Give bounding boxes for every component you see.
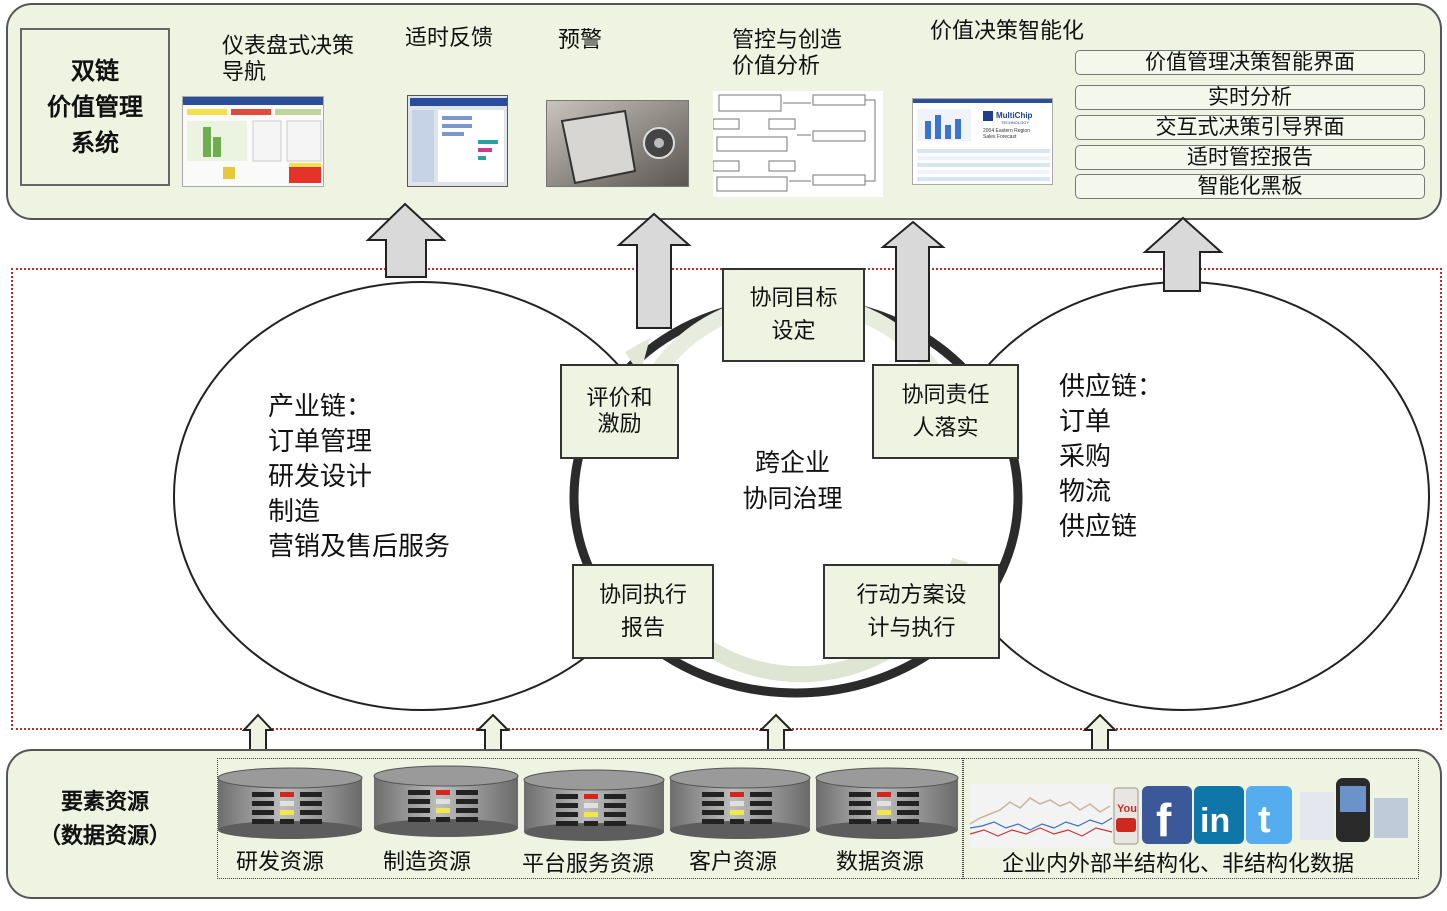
resource-label-data: 数据资源 bbox=[836, 850, 925, 875]
cycle-arrowhead bbox=[625, 338, 650, 375]
box-evaluation: 评价和 激励 bbox=[560, 364, 679, 459]
module-label-feedback: 适时反馈 bbox=[405, 26, 494, 51]
feature-item-realtime-analysis[interactable]: 实时分析 bbox=[1075, 85, 1425, 110]
control-flowchart-thumbnail bbox=[713, 91, 883, 197]
svg-text:f: f bbox=[1156, 794, 1172, 846]
industry-chain-item-2: 研发设计 bbox=[268, 462, 373, 492]
resource-label-manufacturing: 制造资源 bbox=[383, 850, 472, 875]
system-title-line-1: 双链 bbox=[71, 56, 119, 85]
supply-chain-item-3: 物流 bbox=[1059, 477, 1112, 507]
module-label-dashboard-line1: 仪表盘式决策 bbox=[222, 34, 355, 59]
system-title-box: 双链 价值管理 系统 bbox=[20, 28, 170, 186]
arrow-up-2 bbox=[616, 212, 692, 329]
box-execution-report-line1: 协同执行 bbox=[598, 582, 687, 608]
module-label-warning: 预警 bbox=[558, 28, 603, 53]
supply-chain-item-4: 供应链 bbox=[1059, 512, 1138, 542]
report-title-1: 2004 Eastern Region bbox=[983, 128, 1030, 134]
twitter-icon: t bbox=[1246, 786, 1292, 844]
report-graphic: MultiChip TECHNOLOGY 2004 Eastern Region… bbox=[913, 99, 1052, 184]
box-responsibility-line1: 协同责任 bbox=[901, 382, 990, 408]
industry-chain-item-1: 订单管理 bbox=[268, 427, 373, 457]
system-title-line-3: 系统 bbox=[71, 128, 119, 157]
module-label-dashboard-line2: 导航 bbox=[222, 60, 267, 85]
system-title-line-2: 价值管理 bbox=[47, 92, 143, 121]
youtube-icon: You bbox=[1113, 787, 1139, 845]
arrow-up-4 bbox=[1142, 216, 1224, 292]
unstructured-data-label: 企业内外部半结构化、非结构化数据 bbox=[1002, 852, 1355, 877]
box-responsibility-line2: 人落实 bbox=[912, 415, 979, 441]
facebook-icon: f bbox=[1142, 786, 1192, 846]
database-icon-rd bbox=[217, 767, 363, 839]
box-execution-report-line2: 报告 bbox=[620, 615, 665, 641]
linkedin-icon: in bbox=[1194, 786, 1244, 844]
feature-item-interactive-guide[interactable]: 交互式决策引导界面 bbox=[1075, 115, 1425, 140]
feature-item-control-report[interactable]: 适时管控报告 bbox=[1075, 145, 1425, 170]
pda-device-graphic bbox=[547, 101, 688, 186]
database-icon-customer bbox=[669, 767, 811, 839]
feedback-thumbnail bbox=[407, 95, 508, 187]
resources-title: 要素资源 （数据资源） bbox=[30, 785, 180, 853]
svg-text:t: t bbox=[1258, 799, 1271, 841]
governance-center-line2: 协同治理 bbox=[742, 484, 843, 513]
resource-label-platform: 平台服务资源 bbox=[522, 852, 655, 877]
feature-item-decision-ui[interactable]: 价值管理决策智能界面 bbox=[1075, 50, 1425, 75]
supply-chain-item-2: 采购 bbox=[1059, 442, 1112, 472]
brand-name: MultiChip bbox=[996, 111, 1033, 120]
supply-chain-text: 供应链： 订单 采购 物流 供应链 bbox=[1059, 370, 1163, 545]
module-label-dashboard: 仪表盘式决策 导航 bbox=[222, 34, 354, 86]
box-evaluation-line1: 评价和 bbox=[586, 385, 653, 411]
box-evaluation-line2: 激励 bbox=[597, 411, 642, 437]
feature-item-smart-blackboard[interactable]: 智能化黑板 bbox=[1075, 174, 1425, 199]
box-responsibility: 协同责任 人落实 bbox=[872, 364, 1019, 459]
report-title-2: Sales Forecast bbox=[983, 134, 1017, 140]
box-action-plan: 行动方案设 计与执行 bbox=[823, 564, 1000, 659]
database-icon-platform bbox=[523, 769, 665, 841]
box-goal-setting-line2: 设定 bbox=[771, 319, 816, 344]
feedback-thumbnail-graphic bbox=[408, 96, 507, 186]
module-label-control: 管控与创造 价值分析 bbox=[732, 28, 842, 80]
box-goal-setting: 协同目标 设定 bbox=[722, 268, 865, 362]
resource-label-customer: 客户资源 bbox=[689, 850, 778, 875]
resources-title-line1: 要素资源 bbox=[60, 789, 149, 815]
arrow-up-3 bbox=[880, 220, 946, 362]
svg-text:in: in bbox=[1200, 802, 1230, 840]
database-icon-data bbox=[815, 767, 959, 839]
supply-chain-title: 供应链： bbox=[1059, 372, 1164, 402]
box-action-plan-line1: 行动方案设 bbox=[856, 582, 967, 608]
industry-chain-item-4: 营销及售后服务 bbox=[268, 532, 451, 562]
industry-chain-text: 产业链： 订单管理 研发设计 制造 营销及售后服务 bbox=[268, 390, 450, 565]
module-label-intelligence: 价值决策智能化 bbox=[930, 19, 1085, 44]
supply-chain-item-1: 订单 bbox=[1059, 407, 1112, 437]
resources-title-line2: （数据资源） bbox=[38, 823, 171, 849]
intelligence-report-thumbnail: MultiChip TECHNOLOGY 2004 Eastern Region… bbox=[912, 98, 1053, 185]
unstructured-data-group bbox=[962, 758, 1419, 879]
industry-chain-item-3: 制造 bbox=[268, 497, 321, 527]
flowchart-graphic bbox=[713, 94, 876, 192]
module-label-control-line1: 管控与创造 bbox=[732, 28, 843, 53]
box-execution-report: 协同执行 报告 bbox=[572, 564, 714, 659]
module-label-control-line2: 价值分析 bbox=[732, 54, 821, 79]
industry-chain-title: 产业链： bbox=[268, 392, 373, 422]
governance-center-text: 跨企业 协同治理 bbox=[730, 445, 855, 517]
warning-device-thumbnail bbox=[546, 100, 689, 187]
brand-sub: TECHNOLOGY bbox=[1001, 120, 1029, 125]
arrow-up-1 bbox=[365, 202, 447, 278]
database-icon-manufacturing bbox=[373, 765, 519, 837]
stock-chart-thumbnail bbox=[969, 784, 1113, 848]
phone-icon bbox=[1300, 778, 1408, 842]
dashboard-thumbnail-graphic bbox=[183, 97, 323, 183]
governance-center-line1: 跨企业 bbox=[754, 448, 830, 477]
database-resources-group bbox=[217, 758, 964, 879]
box-action-plan-line2: 计与执行 bbox=[867, 615, 956, 641]
dashboard-thumbnail bbox=[182, 96, 324, 187]
box-goal-setting-line1: 协同目标 bbox=[749, 286, 838, 311]
svg-text:You: You bbox=[1117, 803, 1137, 815]
resource-label-rd: 研发资源 bbox=[236, 850, 325, 875]
